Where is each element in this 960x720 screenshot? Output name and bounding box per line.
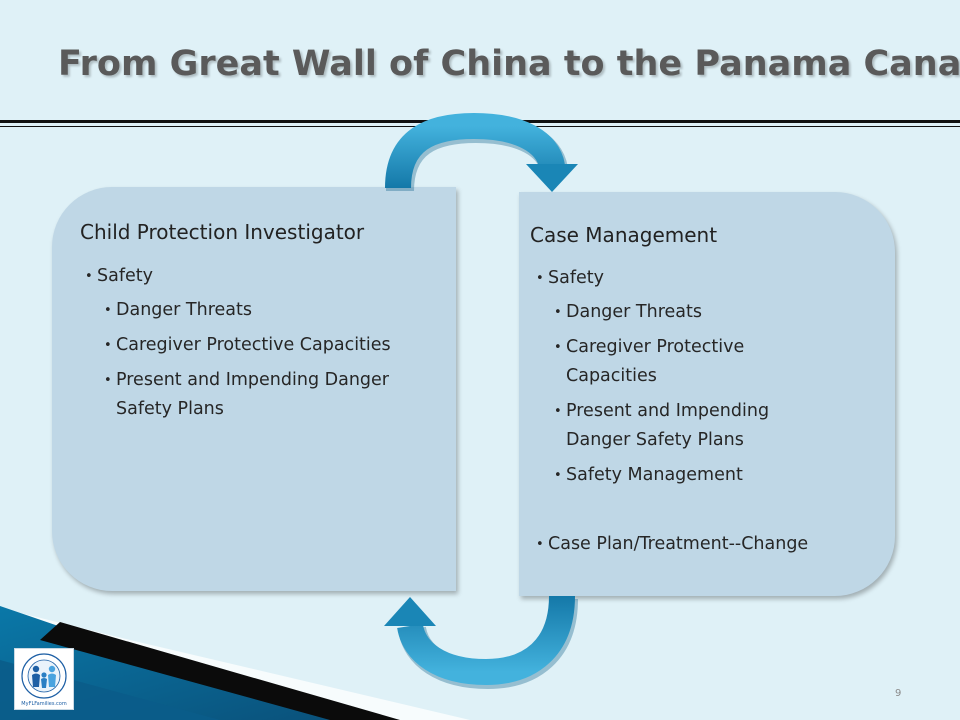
investigator-heading: Child Protection Investigator bbox=[80, 220, 365, 244]
cycle-arrow-top-icon bbox=[385, 112, 578, 192]
logo-footer: MyFLFamilies.com bbox=[21, 701, 67, 707]
investigator-card: Child Protection Investigator Safety Dan… bbox=[52, 187, 456, 591]
list-item: Caregiver Protective bbox=[554, 333, 744, 362]
case-management-heading: Case Management bbox=[530, 223, 718, 247]
list-item: Danger Threats bbox=[104, 296, 252, 325]
list-item: Safety bbox=[85, 262, 153, 291]
list-item: Safety bbox=[536, 264, 604, 293]
list-item-continuation: Danger Safety Plans bbox=[566, 430, 744, 450]
list-item: Present and Impending Danger bbox=[104, 366, 389, 395]
list-item-continuation: Capacities bbox=[566, 366, 657, 386]
list-item: Case Plan/Treatment--Change bbox=[536, 530, 808, 559]
list-item: Safety Management bbox=[554, 461, 743, 490]
cycle-arrow-bottom-icon bbox=[384, 595, 578, 690]
list-item: Caregiver Protective Capacities bbox=[104, 331, 391, 360]
case-management-card: Case Management Safety Danger Threats Ca… bbox=[519, 192, 895, 596]
dcf-logo-icon: MyFLFamilies.com bbox=[21, 653, 67, 707]
page-number: 9 bbox=[895, 688, 902, 699]
list-item: Danger Threats bbox=[554, 298, 702, 327]
slide-title: From Great Wall of China to the Panama C… bbox=[58, 44, 960, 84]
list-item-continuation: Safety Plans bbox=[116, 399, 224, 419]
dcf-logo: MyFLFamilies.com bbox=[14, 648, 74, 710]
list-item: Present and Impending bbox=[554, 397, 769, 426]
